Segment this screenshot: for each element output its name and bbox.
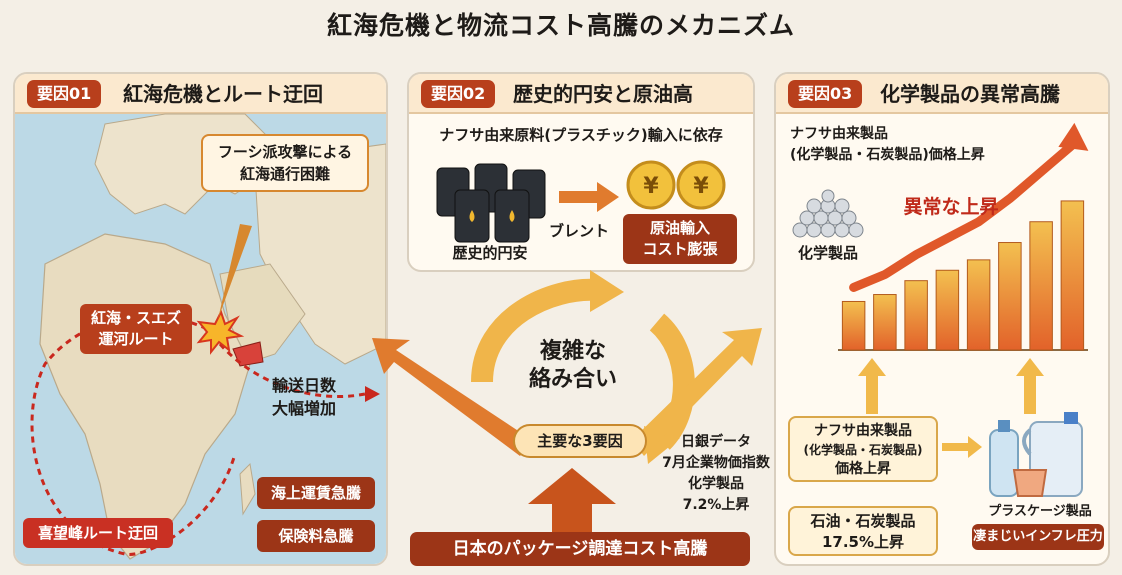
factor3-panel: 要因03 化学製品の異常高騰 ナフサ由来製品 (化学製品・石炭製品)価格上昇 異… [774, 72, 1110, 566]
naphtha-box-title: ナフサ由来製品 [814, 423, 912, 439]
naphtha-box-tail: 価格上昇 [835, 461, 891, 477]
factor3-badge: 要因03 [788, 80, 863, 108]
center-arrows [372, 270, 762, 544]
factor2-header: 要因02 歴史的円安と原油高 [409, 74, 753, 114]
crude-import-cost-label: 原油輸入 コスト膨張 [623, 214, 737, 264]
japan-packaging-cost-label: 日本のパッケージ調達コスト高騰 [452, 539, 708, 559]
page-title: 紅海危機と物流コスト高騰のメカニズム [326, 11, 795, 40]
chemical-pellets-icon [792, 189, 864, 238]
chemical-products-label: 化学製品 [797, 244, 858, 262]
trend-arrow-line [849, 140, 1077, 292]
svg-text:¥: ¥ [643, 174, 659, 199]
factor2-panel: 要因02 歴史的円安と原油高 ナフサ由来原料(プラスチック)輸入に依存 歴史的円… [407, 72, 755, 272]
up-arrows [858, 358, 1044, 414]
packaging-products-label: プラスケージ製品 [988, 504, 1092, 519]
trend-arrow-head [1058, 122, 1089, 151]
japan-packaging-cost-banner: 日本のパッケージ調達コスト高騰 [410, 532, 750, 566]
chart-bar [1029, 221, 1053, 351]
chart-bar [904, 280, 928, 351]
factor3-header: 要因03 化学製品の異常高騰 [776, 74, 1108, 114]
factor1-heading: 紅海危機とルート迂回 [123, 82, 323, 106]
naphtha-price-note: ナフサ由来製品 (化学製品・石炭製品)価格上昇 [790, 126, 985, 163]
chart-bar [935, 269, 960, 351]
chart-bar [873, 294, 897, 351]
suez-route-label: 紅海・スエズ 運河ルート [80, 304, 192, 354]
yen-coins-icon: ¥ ¥ [626, 160, 726, 210]
cape-route-label: 喜望峰ルート迂回 [23, 518, 173, 548]
houthi-attack-callout: フーシ派攻撃による 紅海通行困難 [201, 134, 369, 192]
factor3-heading: 化学製品の異常高騰 [880, 82, 1060, 106]
chart-bar [841, 300, 866, 351]
oil-barrels-icon [436, 163, 546, 243]
chart-bar [1060, 200, 1085, 351]
naphtha-box-sub: (化学製品・石炭製品) [803, 443, 923, 457]
transit-days-label: 輸送日数 大幅増加 [271, 376, 336, 418]
price-bar-chart [838, 122, 1089, 351]
boj-data-label: 日銀データ 7月企業物価指数 化学製品 7.2%上昇 [662, 434, 770, 513]
factor2-badge: 要因02 [421, 80, 496, 108]
brent-label: ブレント [548, 222, 609, 240]
weak-yen-label: 歴史的円安 [452, 244, 528, 262]
main-factors-label: 主要な3要因 [537, 432, 623, 450]
factor2-subtitle: ナフサ由来原料(プラスチック)輸入に依存 [439, 126, 723, 144]
chart-bar [998, 242, 1022, 351]
oil-coal-products-box: 石油・石炭製品 17.5%上昇 [788, 506, 938, 556]
insurance-surge-label: 保険料急騰 [257, 520, 375, 552]
arrow-right-icon [942, 436, 982, 458]
arrow-right-icon [559, 182, 619, 212]
inflation-pressure-label: 凄まじいインフレ圧力 [972, 524, 1104, 550]
naphtha-products-box: ナフサ由来製品 (化学製品・石炭製品) 価格上昇 [788, 416, 938, 482]
freight-surge-label: 海上運賃急騰 [257, 477, 375, 509]
factor1-badge: 要因01 [27, 80, 102, 108]
plastic-containers-icon [989, 412, 1083, 497]
complex-interplay-label: 複雑な 絡み合い [528, 339, 617, 392]
chart-bar [966, 259, 991, 351]
factor2-heading: 歴史的円安と原油高 [513, 82, 693, 106]
svg-text:¥: ¥ [693, 174, 709, 199]
factor1-header: 要因01 紅海危機とルート迂回 [15, 74, 386, 114]
factor1-panel: 要因01 紅海危機とルート迂回 フーシ派攻撃による 紅海通行困難 紅海・スエズ … [13, 72, 388, 566]
main-factors-pill: 主要な3要因 [513, 424, 647, 458]
abnormal-rise-label: 異常な上昇 [903, 196, 999, 218]
